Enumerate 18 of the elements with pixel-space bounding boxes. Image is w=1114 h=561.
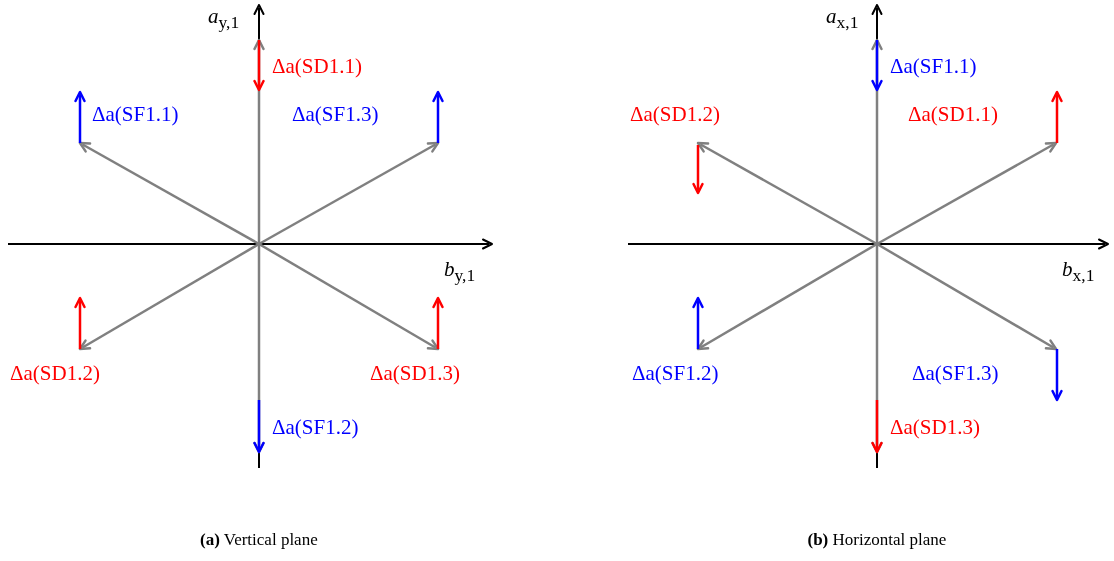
axis-label: a$_{x,1}$ <box>826 3 859 35</box>
vector-label: Δa(SF1.3) <box>912 360 999 386</box>
axis-label: b$_{x,1}$ <box>1062 256 1095 288</box>
vector-label: Δa(SD1.1) <box>272 53 362 79</box>
vector-label: Δa(SD1.3) <box>370 360 460 386</box>
axis-label: a$_{y,1}$ <box>208 3 240 35</box>
subfigure-caption: (a) Vertical plane <box>200 529 318 551</box>
vector-label: Δa(SF1.1) <box>890 53 977 79</box>
axis-label: b$_{y,1}$ <box>444 256 476 288</box>
vector-label: Δa(SF1.2) <box>632 360 719 386</box>
vector-label: Δa(SD1.3) <box>890 414 980 440</box>
subfigure-caption: (b) Horizontal plane <box>807 529 947 551</box>
vector-label: Δa(SF1.3) <box>292 101 379 127</box>
vector-label: Δa(SF1.1) <box>92 101 179 127</box>
vector-label: Δa(SD1.1) <box>908 101 998 127</box>
vector-label: Δa(SD1.2) <box>630 101 720 127</box>
vector-label: Δa(SD1.2) <box>10 360 100 386</box>
vector-label: Δa(SF1.2) <box>272 414 359 440</box>
